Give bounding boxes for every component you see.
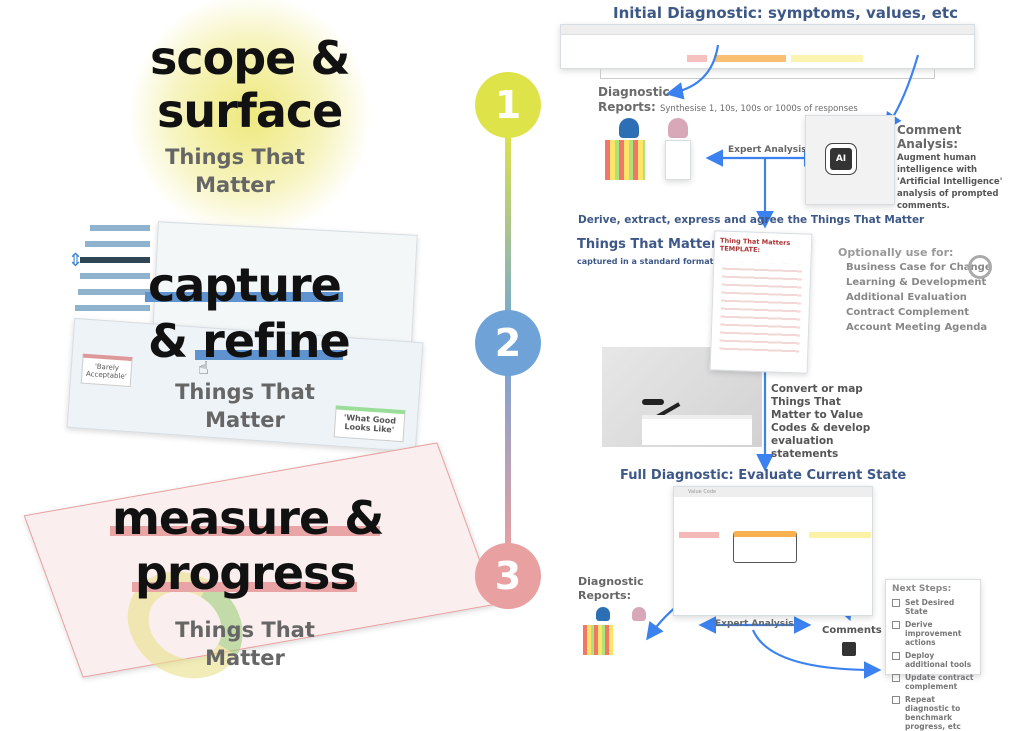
highlight-bar bbox=[110, 526, 380, 536]
ttm-template-doc: Thing That Matters TEMPLATE: bbox=[709, 230, 813, 374]
diagnostic-reports-desc: Synthesise 1, 10s, 100s or 1000s of resp… bbox=[660, 104, 858, 114]
checkbox[interactable] bbox=[892, 621, 900, 629]
stage2-subtitle: Things That Matter bbox=[175, 380, 315, 432]
full-diagnostic-mock: Value Code bbox=[673, 486, 873, 616]
template-title: Thing That Matters TEMPLATE: bbox=[719, 236, 791, 254]
comment-analysis-title: Comment Analysis: bbox=[897, 123, 962, 151]
expert-analysis-label: Expert Analysis bbox=[728, 145, 807, 155]
expert-analysis2-label: Expert Analysis bbox=[715, 619, 794, 629]
magnifier-icon bbox=[968, 255, 992, 279]
respondent-user-icon bbox=[632, 607, 646, 621]
reorder-arrow-icon: ⇕ bbox=[68, 250, 84, 271]
highlight-bar bbox=[132, 582, 357, 592]
ttm-subtitle: captured in a standard format bbox=[577, 257, 714, 266]
hand-pointer-icon: ☝ bbox=[198, 358, 209, 379]
optional-item: Account Meeting Agenda bbox=[846, 322, 988, 333]
summary-report-mock bbox=[665, 140, 691, 180]
comment-analysis-desc: Augment human intelligence with 'Artific… bbox=[897, 153, 1003, 211]
ai-chip-icon: AI bbox=[830, 148, 852, 170]
optional-item: Contract Complement bbox=[846, 307, 970, 318]
next-steps-title: Next Steps: bbox=[892, 584, 952, 594]
optional-title: Optionally use for: bbox=[838, 246, 954, 259]
comments-label: Comments bbox=[822, 625, 882, 636]
full-diagnostic-title: Full Diagnostic: Evaluate Current State bbox=[620, 468, 907, 483]
checkbox[interactable] bbox=[892, 674, 900, 682]
optional-item: Business Case for Change bbox=[846, 262, 992, 273]
stage1-heading-line1: scope & bbox=[150, 31, 351, 85]
admin-user-icon bbox=[619, 118, 639, 138]
ai-chip-icon bbox=[842, 642, 856, 656]
optional-item: Learning & Development bbox=[846, 277, 987, 288]
stage3-subtitle: Things That Matter bbox=[175, 618, 315, 670]
checkbox[interactable] bbox=[892, 652, 900, 660]
checkbox[interactable] bbox=[892, 696, 900, 704]
next-step-item[interactable]: Update contract complement bbox=[892, 673, 974, 691]
heatmap-report-mock bbox=[583, 625, 613, 655]
admin-user-icon bbox=[596, 607, 610, 621]
highlight-bar bbox=[195, 350, 343, 360]
yellow-burst-decoration bbox=[120, 0, 380, 230]
convert-caption: Convert or map Things That Matter to Val… bbox=[771, 383, 871, 460]
initial-diagnostic-mock bbox=[560, 24, 975, 69]
next-step-item[interactable]: Derive improvement actions bbox=[892, 620, 974, 647]
derive-caption: Derive, extract, express and agree the T… bbox=[578, 214, 925, 226]
next-step-item[interactable]: Repeat diagnostic to benchmark progress,… bbox=[892, 695, 974, 731]
stage1-heading-line2: surface bbox=[157, 84, 343, 138]
stage1-subtitle: Things That Matter bbox=[165, 145, 305, 197]
value-code-tab: Value Code bbox=[674, 487, 872, 497]
checkbox[interactable] bbox=[892, 599, 900, 607]
stacked-pages bbox=[600, 69, 935, 79]
stage3-heading-line1: measure & bbox=[112, 491, 384, 545]
ttm-title: Things That Matter bbox=[577, 237, 718, 252]
list-mock bbox=[75, 225, 150, 321]
initial-diagnostic-title: Initial Diagnostic: symptoms, values, et… bbox=[613, 4, 958, 22]
next-steps-panel: Next Steps: Set Desired State Derive imp… bbox=[885, 579, 981, 731]
stage2-heading-line2: & refine bbox=[148, 314, 351, 368]
step-1-badge: 1 bbox=[475, 72, 541, 138]
stage2-heading-line1: capture bbox=[148, 258, 342, 312]
next-step-item[interactable]: Set Desired State bbox=[892, 598, 974, 616]
respondent-user-icon bbox=[668, 118, 688, 138]
heatmap-report-mock bbox=[605, 140, 645, 180]
optional-item: Additional Evaluation bbox=[846, 292, 967, 303]
stage3-heading-line2: progress bbox=[135, 546, 357, 600]
step-3-badge: 3 bbox=[475, 543, 541, 609]
next-step-item[interactable]: Deploy additional tools bbox=[892, 651, 974, 669]
highlight-bar bbox=[145, 292, 343, 302]
step-2-badge: 2 bbox=[475, 310, 541, 376]
optional-list: Business Case for Change Learning & Deve… bbox=[836, 258, 992, 333]
